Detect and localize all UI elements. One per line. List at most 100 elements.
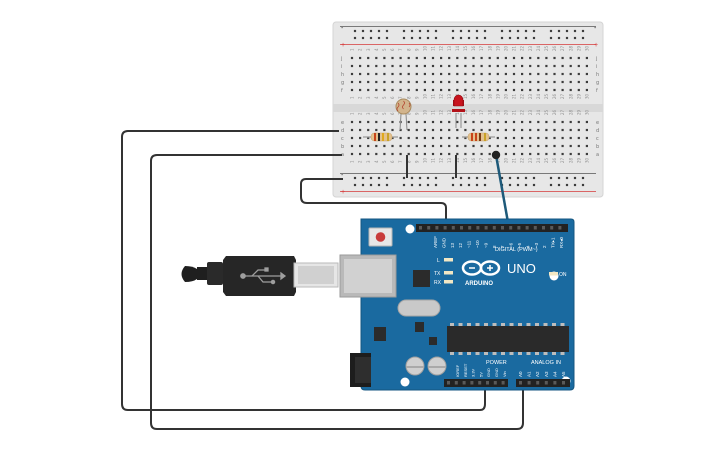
breadboard-hole[interactable] (488, 56, 491, 60)
breadboard-hole[interactable] (399, 72, 402, 76)
breadboard-hole[interactable] (488, 80, 491, 84)
breadboard-hole[interactable] (367, 144, 370, 148)
header-pin[interactable] (468, 226, 472, 230)
breadboard-hole[interactable] (561, 72, 564, 76)
breadboard-hole[interactable] (529, 152, 532, 156)
breadboard-hole[interactable] (577, 136, 580, 140)
breadboard-hole[interactable] (407, 56, 410, 60)
breadboard-hole[interactable] (496, 88, 499, 92)
breadboard-hole[interactable] (359, 152, 362, 156)
rail-hole[interactable] (385, 176, 389, 180)
breadboard-hole[interactable] (480, 144, 483, 148)
breadboard-hole[interactable] (521, 64, 524, 68)
wire-analog-a0[interactable] (150, 154, 524, 430)
breadboard-hole[interactable] (431, 144, 435, 148)
rail-hole[interactable] (451, 176, 455, 180)
breadboard-hole[interactable] (375, 80, 378, 84)
header-pin[interactable] (501, 381, 505, 385)
breadboard-hole[interactable] (537, 72, 540, 76)
breadboard-hole[interactable] (553, 152, 556, 156)
breadboard-hole[interactable] (383, 152, 386, 156)
breadboard-hole[interactable] (415, 144, 418, 148)
breadboard-hole[interactable] (350, 80, 354, 84)
breadboard-hole[interactable] (472, 144, 475, 148)
breadboard-hole[interactable] (391, 136, 394, 140)
header-pin[interactable] (544, 381, 548, 385)
rail-hole[interactable] (418, 36, 422, 40)
breadboard-hole[interactable] (456, 88, 459, 92)
rail-hole[interactable] (573, 29, 577, 33)
breadboard-hole[interactable] (423, 152, 426, 156)
header-pin[interactable] (493, 381, 497, 385)
breadboard-hole[interactable] (537, 152, 540, 156)
rail-hole[interactable] (467, 36, 471, 40)
breadboard-hole[interactable] (431, 120, 435, 124)
breadboard-hole[interactable] (456, 72, 459, 76)
breadboard-hole[interactable] (569, 64, 572, 68)
header-pin[interactable] (536, 381, 540, 385)
rail-hole[interactable] (483, 36, 487, 40)
breadboard-hole[interactable] (561, 80, 564, 84)
breadboard-hole[interactable] (480, 128, 483, 132)
rail-hole[interactable] (385, 183, 389, 187)
rail-hole[interactable] (353, 36, 357, 40)
breadboard-hole[interactable] (431, 128, 435, 132)
breadboard-hole[interactable] (399, 128, 402, 132)
breadboard-hole[interactable] (585, 144, 588, 148)
breadboard-hole[interactable] (496, 128, 499, 132)
rail-hole[interactable] (377, 183, 381, 187)
breadboard-hole[interactable] (375, 56, 378, 60)
rail-hole[interactable] (434, 176, 438, 180)
breadboard-hole[interactable] (391, 80, 394, 84)
breadboard-hole[interactable] (407, 128, 410, 132)
breadboard-hole[interactable] (545, 56, 548, 60)
breadboard-hole[interactable] (521, 152, 524, 156)
rail-hole[interactable] (426, 29, 430, 33)
rail-hole[interactable] (377, 36, 381, 40)
breadboard-hole[interactable] (529, 136, 532, 140)
breadboard-hole[interactable] (375, 64, 378, 68)
breadboard-hole[interactable] (399, 88, 402, 92)
rail-hole[interactable] (557, 29, 561, 33)
breadboard-hole[interactable] (545, 128, 548, 132)
header-pin[interactable] (454, 381, 458, 385)
breadboard-hole[interactable] (529, 120, 532, 124)
breadboard-hole[interactable] (375, 72, 378, 76)
breadboard-hole[interactable] (464, 72, 467, 76)
breadboard-hole[interactable] (391, 88, 394, 92)
breadboard-hole[interactable] (488, 120, 491, 124)
breadboard-hole[interactable] (553, 120, 556, 124)
breadboard-hole[interactable] (537, 120, 540, 124)
rail-hole[interactable] (402, 176, 406, 180)
breadboard-hole[interactable] (440, 64, 443, 68)
breadboard-hole[interactable] (367, 72, 370, 76)
breadboard-hole[interactable] (415, 72, 418, 76)
rail-hole[interactable] (532, 176, 536, 180)
breadboard-hole[interactable] (415, 64, 418, 68)
breadboard-hole[interactable] (383, 128, 386, 132)
breadboard-hole[interactable] (529, 88, 532, 92)
rail-hole[interactable] (516, 183, 520, 187)
breadboard-hole[interactable] (448, 80, 451, 84)
breadboard-hole[interactable] (440, 72, 443, 76)
breadboard-hole[interactable] (537, 136, 540, 140)
rail-hole[interactable] (516, 176, 520, 180)
breadboard-hole[interactable] (569, 136, 572, 140)
breadboard-hole[interactable] (577, 144, 580, 148)
breadboard-hole[interactable] (545, 136, 548, 140)
breadboard-hole[interactable] (521, 56, 524, 60)
breadboard-hole[interactable] (537, 64, 540, 68)
breadboard-hole[interactable] (569, 88, 572, 92)
breadboard-hole[interactable] (561, 88, 564, 92)
breadboard-hole[interactable] (512, 120, 516, 124)
breadboard-hole[interactable] (472, 80, 475, 84)
breadboard-hole[interactable] (367, 128, 370, 132)
breadboard-hole[interactable] (553, 144, 556, 148)
header-pin[interactable] (484, 226, 488, 230)
breadboard-hole[interactable] (529, 80, 532, 84)
breadboard-hole[interactable] (504, 152, 507, 156)
breadboard-hole[interactable] (399, 152, 402, 156)
red-led[interactable] (452, 94, 465, 128)
breadboard-hole[interactable] (399, 64, 402, 68)
